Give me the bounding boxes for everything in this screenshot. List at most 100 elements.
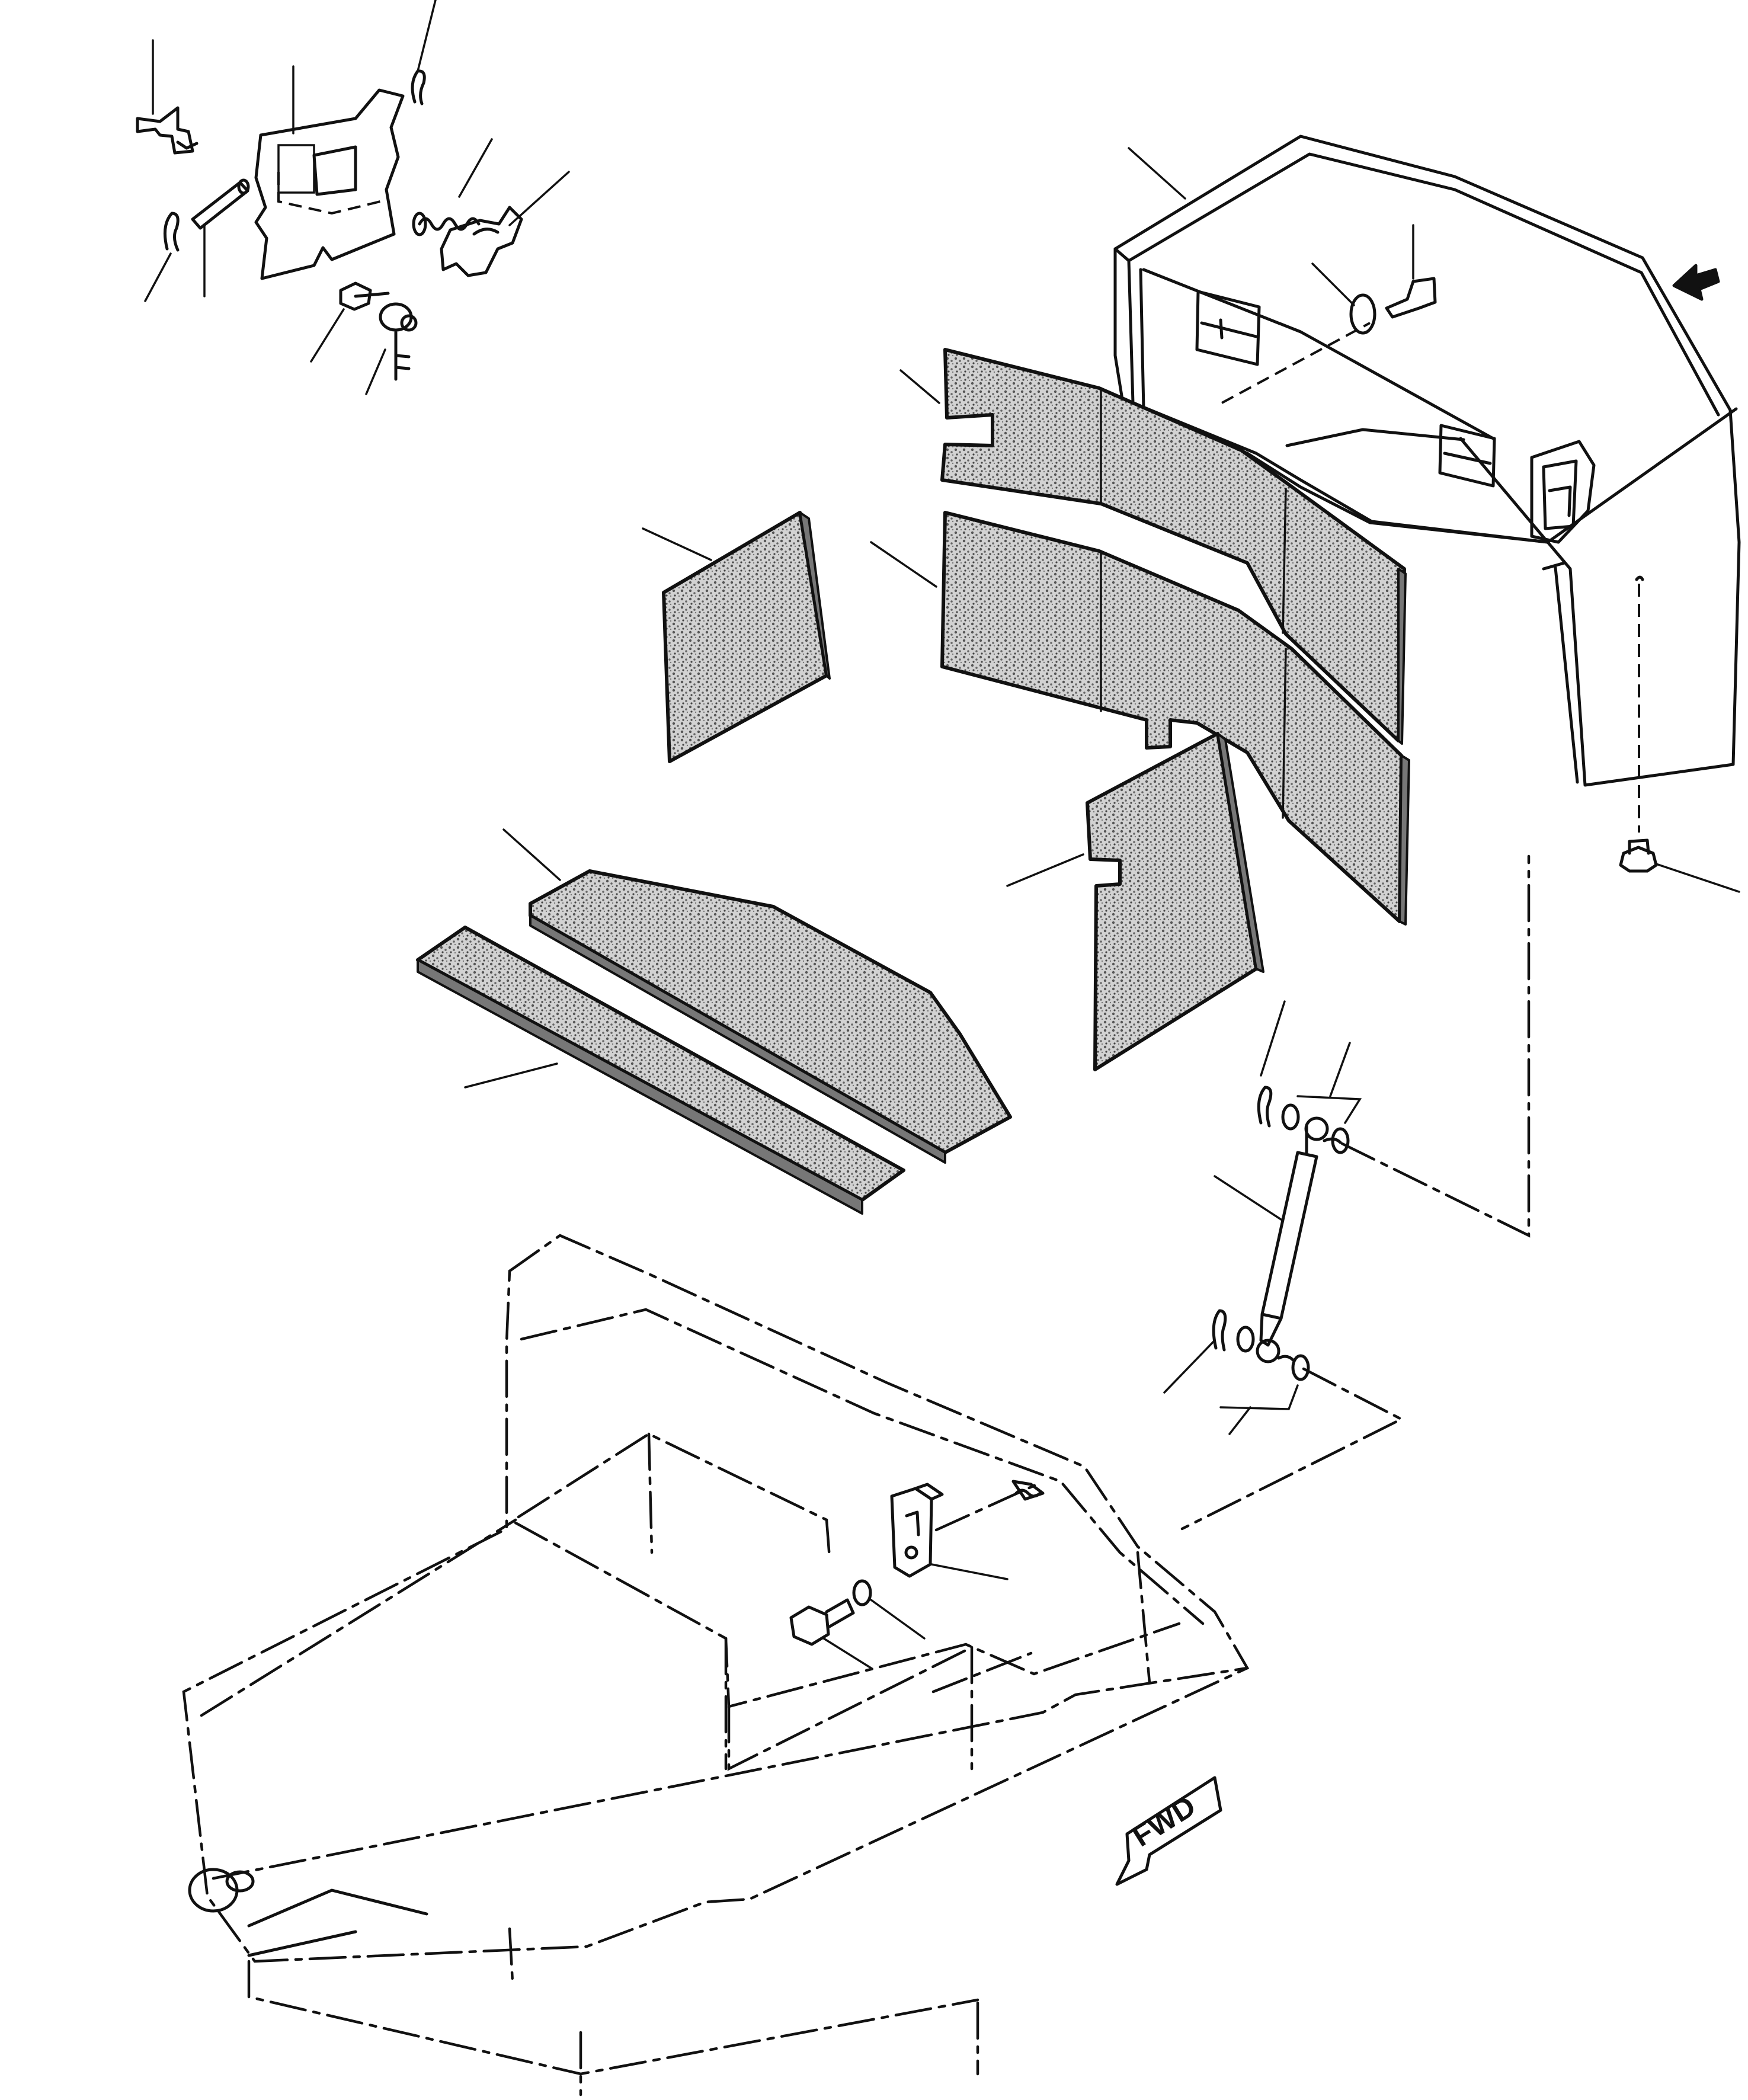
latch-plate (254, 88, 405, 280)
leader-bolt-bracket (822, 1637, 872, 1669)
pad-floor-rear-edge (529, 914, 946, 1164)
frame-left-rim (200, 1518, 517, 1717)
latch-catch-slot (472, 228, 500, 236)
washer-spring-bottom-1 (1236, 1326, 1255, 1353)
hood-bracket-flange (914, 1483, 944, 1501)
leader-knob-bolt (310, 308, 345, 363)
hood-front-rim (1127, 259, 1135, 405)
frame-box-top (517, 1432, 831, 1560)
insulation-pad-middle (940, 511, 1403, 923)
frame-bottom-rim (212, 1666, 1249, 1880)
latch-hook (136, 106, 194, 155)
frame-small-part (1011, 1480, 1045, 1501)
hood-top-edge (1113, 152, 1720, 417)
rubber-stop (1619, 575, 1740, 893)
pad-floor-front-edge (417, 959, 863, 1215)
hood-back-edge (1554, 566, 1579, 784)
gas-spring-cylinder (1260, 1151, 1318, 1320)
leader-washers-spring-top (1296, 1042, 1362, 1124)
cotter-pin-spring-bottom (1212, 1309, 1227, 1352)
cotter-pin-top (411, 69, 426, 105)
leader-latch-catch (508, 171, 570, 226)
hood-latch-window (1530, 440, 1596, 544)
view-arrow-icon (1672, 264, 1720, 301)
pad-left-edge (799, 511, 831, 680)
frame-outer (182, 1234, 1250, 1963)
leader-washer-top (1311, 262, 1355, 306)
hood-bracket-holes (904, 1510, 920, 1560)
pad-upper-fold-2 (1282, 488, 1287, 634)
leader-pad-middle (870, 541, 937, 588)
hood-bracket-assembly (789, 1483, 1039, 1669)
frame-box-bottom (727, 1646, 974, 1771)
bolt-bracket (789, 1598, 855, 1646)
insulation-pad-upper (940, 348, 1406, 742)
frame-pivot-hole (225, 1870, 255, 1893)
frame-right-vertical (1136, 1551, 1151, 1685)
rubber-stop-mark (1635, 575, 1644, 581)
latch-catch (440, 206, 523, 277)
washer-spring-top-1 (1281, 1103, 1300, 1131)
pad-middle-fold-2 (1282, 648, 1287, 819)
leader-key-ring (365, 348, 386, 395)
spring-end (412, 212, 427, 236)
leader-cotter-spring-bottom (1163, 1339, 1216, 1394)
hood-inner-lip (1142, 268, 1495, 440)
hood-bottom-edge (1131, 401, 1549, 544)
leader-pad-upper (899, 369, 940, 404)
hood-hinge-left (1195, 290, 1261, 366)
frame-top-rim (520, 1308, 1205, 1625)
hood-front-rim-inner (1139, 268, 1145, 411)
cotter-pin-left (163, 212, 180, 252)
frame-box-edge (647, 1432, 654, 1554)
gas-spring-top-eye (1304, 1116, 1329, 1141)
frame-step (931, 1651, 1033, 1694)
frame-base-left (508, 1927, 514, 1984)
pad-upper-edge (1397, 568, 1407, 745)
latch-pin-end (237, 178, 250, 195)
hood-hinge-left-pin (1219, 318, 1224, 340)
bolt-top (1385, 277, 1437, 319)
leader-pad-right (1006, 853, 1084, 887)
latch-clip (176, 140, 199, 150)
leader-hood-cover (1128, 147, 1186, 200)
rubber-stop-body (1619, 838, 1658, 873)
leader-cotter-top (417, 0, 437, 72)
leader-gas-spring (1214, 1175, 1284, 1222)
gas-spring-assembly (1163, 854, 1531, 1531)
pad-right-edge (1216, 732, 1264, 973)
gas-spring-bottom-axis (1180, 1367, 1404, 1531)
spring (418, 217, 481, 231)
hood-latch-inner (1548, 485, 1572, 517)
forward-arrow-icon (1115, 1776, 1222, 1886)
latch-hidden-lines (277, 172, 386, 215)
leader-cotter-left (144, 252, 172, 302)
gas-spring-top-axis (1340, 854, 1531, 1238)
frame-pivot-arm (247, 1888, 428, 1957)
leader-spring (458, 138, 493, 198)
hood-bolt-axis (1221, 322, 1371, 404)
latch-plate-cutout (312, 145, 357, 196)
insulation-pads (416, 348, 1410, 1215)
leader-pad-floor-front (464, 1062, 558, 1089)
cotter-pin-spring-top (1257, 1086, 1273, 1128)
leader-washer-bracket (870, 1599, 926, 1640)
frame-spring-mount (1014, 1488, 1042, 1498)
latch-assembly (136, 0, 570, 395)
leader-washers-spring-bottom (1219, 1384, 1299, 1435)
knob-bolt (339, 281, 390, 311)
pad-middle-edge (1398, 754, 1410, 926)
gas-spring-rod (1259, 1312, 1283, 1347)
leader-hood-bracket (930, 1563, 1009, 1580)
key-ring-eye (400, 314, 418, 332)
hood-back-corner (1542, 561, 1566, 571)
latch-plate-window (277, 144, 315, 194)
hood-hinge-right (1438, 424, 1496, 488)
washer-bracket (852, 1579, 872, 1606)
leader-cotter-spring-top (1260, 1000, 1286, 1077)
gas-spring-bottom-eye (1256, 1339, 1280, 1363)
hood-bracket (890, 1487, 933, 1578)
leader-rubber-stop (1655, 863, 1740, 893)
washer-spring-top-2 (1331, 1127, 1350, 1154)
